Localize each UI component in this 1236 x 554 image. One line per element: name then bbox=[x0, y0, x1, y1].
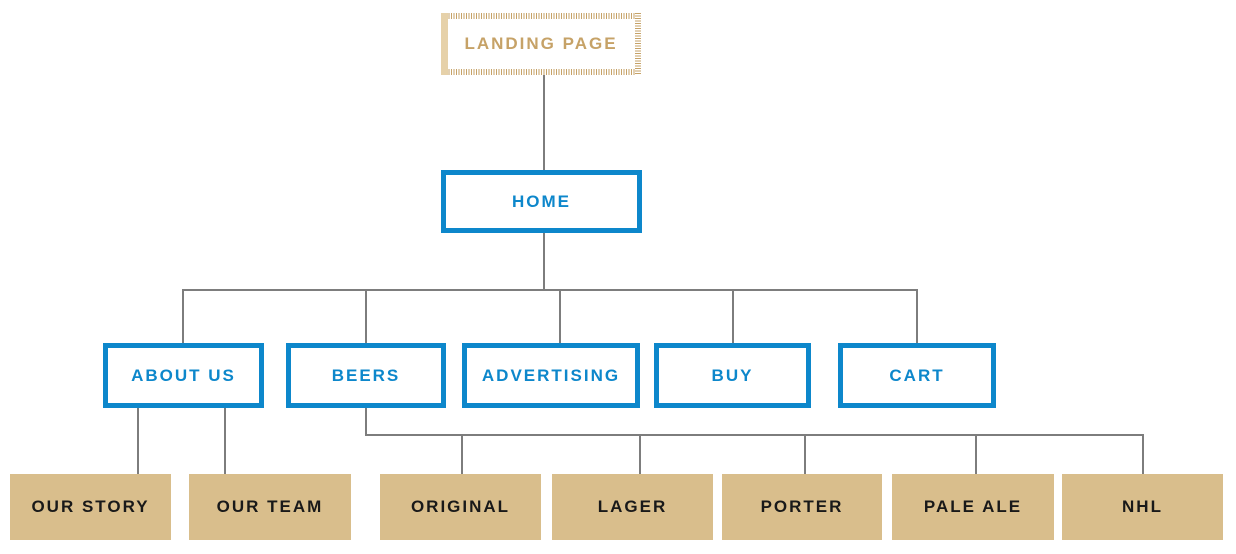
hatch-border-right bbox=[635, 13, 641, 75]
node-label: OUR STORY bbox=[31, 497, 150, 516]
node-advertising: ADVERTISING bbox=[462, 343, 640, 408]
connector-home-bus-rail bbox=[182, 289, 918, 291]
node-label: CART bbox=[889, 365, 945, 385]
node-label: PORTER bbox=[760, 497, 844, 516]
hatch-border-top bbox=[441, 13, 641, 19]
node-landing-page: LANDING PAGE bbox=[441, 13, 641, 75]
node-beers: BEERS bbox=[286, 343, 446, 408]
node-original: ORIGINAL bbox=[380, 474, 541, 540]
connector-about-our-team bbox=[224, 408, 226, 474]
node-label: NHL bbox=[1122, 497, 1163, 516]
connector-beers-bus-rail bbox=[365, 434, 1144, 436]
node-label: BEERS bbox=[331, 365, 401, 385]
node-label: ADVERTISING bbox=[481, 365, 621, 385]
node-buy: BUY bbox=[654, 343, 811, 408]
connector-beers-bus bbox=[365, 408, 367, 436]
connector-drop-pale-ale bbox=[975, 434, 977, 474]
node-label: ORIGINAL bbox=[410, 497, 511, 516]
node-label: BUY bbox=[711, 365, 754, 385]
connector-drop-porter bbox=[804, 434, 806, 474]
node-lager: LAGER bbox=[552, 474, 713, 540]
node-home: HOME bbox=[441, 170, 642, 233]
node-label: PALE ALE bbox=[923, 497, 1023, 516]
node-label: LAGER bbox=[597, 497, 668, 516]
node-our-story: OUR STORY bbox=[10, 474, 171, 540]
node-our-team: OUR TEAM bbox=[189, 474, 351, 540]
node-label: OUR TEAM bbox=[216, 497, 324, 516]
connector-drop-original bbox=[461, 434, 463, 474]
connector-drop-advertising bbox=[559, 289, 561, 343]
node-porter: PORTER bbox=[722, 474, 882, 540]
node-label: LANDING PAGE bbox=[464, 34, 618, 53]
connector-landing-home bbox=[543, 75, 545, 170]
connector-drop-beers bbox=[365, 289, 367, 343]
connector-drop-cart bbox=[916, 289, 918, 343]
hatch-border-left bbox=[441, 13, 448, 75]
node-about-us: ABOUT US bbox=[103, 343, 264, 408]
connector-drop-buy bbox=[732, 289, 734, 343]
connector-drop-about-us bbox=[182, 289, 184, 343]
connector-drop-lager bbox=[639, 434, 641, 474]
node-pale-ale: PALE ALE bbox=[892, 474, 1054, 540]
connector-drop-nhl bbox=[1142, 434, 1144, 474]
node-cart: CART bbox=[838, 343, 996, 408]
hatch-border-bottom bbox=[441, 69, 641, 75]
connector-home-bus bbox=[543, 233, 545, 291]
node-label: ABOUT US bbox=[131, 365, 236, 385]
node-nhl: NHL bbox=[1062, 474, 1223, 540]
connector-about-our-story bbox=[137, 408, 139, 474]
node-label: HOME bbox=[512, 191, 571, 211]
